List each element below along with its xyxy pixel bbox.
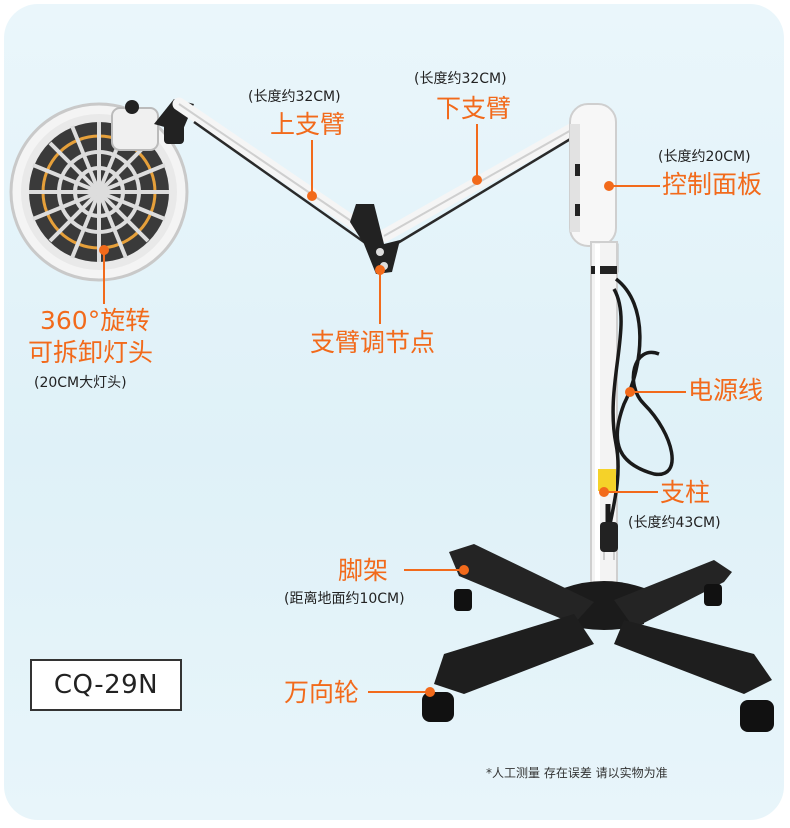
base-size-label: (距离地面约10CM) [284, 591, 405, 607]
upper-arm [154, 97, 383, 245]
lamp-head [9, 100, 189, 282]
head-label-line1: 360°旋转 [40, 306, 151, 335]
lamp-illustration [9, 97, 774, 732]
head-label-line2: 可拆卸灯头 [28, 338, 154, 367]
callout-dots [99, 175, 635, 697]
joint-label: 支臂调节点 [310, 328, 436, 357]
column-label: 支柱 [660, 478, 711, 507]
model-badge: CQ-29N [30, 659, 182, 711]
power-cord-label: 电源线 [688, 376, 764, 405]
column-size-label: (长度约43CM) [628, 515, 721, 531]
lower-arm-size-label: (长度约32CM) [414, 71, 507, 87]
wheel-label: 万向轮 [284, 678, 360, 707]
upper-arm-label: 上支臂 [270, 110, 346, 139]
measurement-note: *人工测量 存在误差 请以实物为准 [486, 766, 668, 780]
product-panel: 360°旋转 可拆卸灯头 (20CM大灯头) (长度约32CM) 上支臂 (长度… [4, 4, 784, 820]
base-label: 脚架 [338, 556, 389, 585]
power-cord-drawing [598, 277, 674, 560]
lower-arm [377, 113, 596, 246]
head-size-label: (20CM大灯头) [34, 375, 127, 391]
callout-lines [103, 124, 686, 693]
arm-joint [350, 204, 400, 274]
lower-arm-label: 下支臂 [436, 94, 512, 123]
control-panel-label: 控制面板 [662, 170, 763, 199]
control-panel-size-label: (长度约20CM) [658, 149, 751, 165]
base-drawing [422, 544, 774, 732]
upper-arm-size-label: (长度约32CM) [248, 89, 341, 105]
